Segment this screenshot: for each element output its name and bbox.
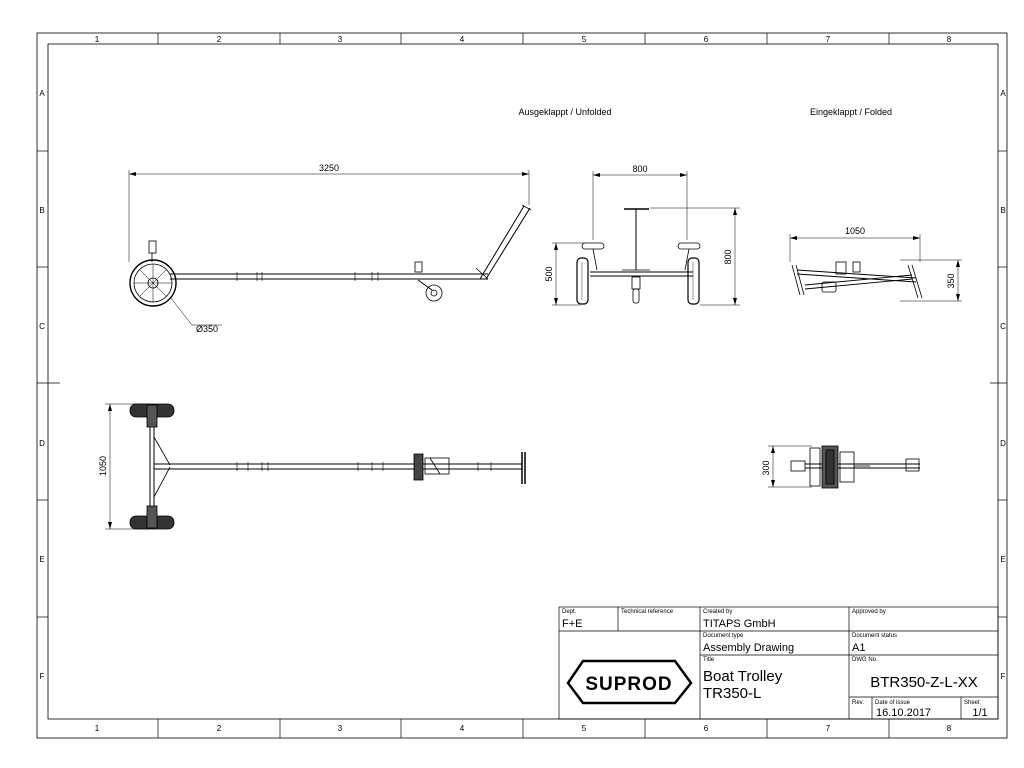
- tb-title-line2: TR350-L: [703, 685, 761, 702]
- side-view: [128, 170, 532, 326]
- folded-top-view: [768, 445, 920, 489]
- top-view: [105, 403, 526, 530]
- tb-date-label: Date of issue: [875, 700, 911, 706]
- tb-doc-type-label: Document type: [703, 633, 744, 639]
- dim-front-height-wheel: 500: [544, 266, 554, 281]
- tb-approved-by-label: Approved by: [852, 609, 886, 615]
- zone-col-4-bottom: 4: [460, 724, 465, 733]
- zone-col-2: 2: [217, 35, 222, 44]
- tb-doc-status-value: A1: [852, 642, 865, 654]
- zone-col-1-bottom: 1: [95, 724, 100, 733]
- tb-dwg-no-label: DWG No.: [852, 657, 878, 663]
- tb-rev-label: Rev.: [852, 700, 864, 706]
- unfolded-view-label: Ausgeklappt / Unfolded: [518, 107, 611, 117]
- drawing-frame: [47, 43, 999, 720]
- zone-row-c-right: C: [1000, 322, 1006, 331]
- zone-col-8-bottom: 8: [947, 724, 952, 733]
- zone-row-b-right: B: [1000, 206, 1005, 215]
- zone-row-f-right: F: [1001, 672, 1006, 681]
- suprod-logo: SUPROD: [585, 674, 672, 695]
- zone-row-d-right: D: [1000, 439, 1006, 448]
- zone-col-8: 8: [947, 35, 952, 44]
- tb-doc-status-label: Document status: [852, 633, 897, 639]
- zone-row-e: E: [39, 555, 44, 564]
- zone-col-6-bottom: 6: [704, 724, 709, 733]
- zone-col-5-bottom: 5: [582, 724, 587, 733]
- dim-front-height-total: 800: [723, 249, 733, 264]
- outer-frame: [36, 32, 1008, 739]
- folded-side-view: [789, 234, 962, 302]
- front-view: [552, 171, 740, 306]
- tb-sheet-value: 1/1: [972, 707, 987, 719]
- tb-title-line1: Boat Trolley: [703, 668, 783, 685]
- zone-row-a: A: [39, 89, 45, 98]
- zone-col-4: 4: [460, 35, 465, 44]
- title-block: [558, 606, 999, 720]
- zone-col-7-bottom: 7: [826, 724, 831, 733]
- zone-col-2-bottom: 2: [217, 724, 222, 733]
- dim-top-width: 1050: [98, 456, 108, 476]
- tb-dept-value: F+E: [562, 618, 582, 630]
- tb-dept-label: Dept.: [562, 609, 577, 615]
- zone-col-6: 6: [704, 35, 709, 44]
- zone-row-f: F: [40, 672, 45, 681]
- zone-row-b: B: [39, 206, 44, 215]
- zone-col-3: 3: [338, 35, 343, 44]
- tb-sheet-label: Sheet: [964, 700, 980, 706]
- dim-wheel-diameter: Ø350: [196, 324, 218, 334]
- tb-title-label: Title: [703, 657, 715, 663]
- zone-row-c: C: [39, 322, 45, 331]
- zone-row-e-right: E: [1000, 555, 1005, 564]
- zone-ticks: [37, 33, 1007, 738]
- tb-created-by-value: TITAPS GmbH: [703, 618, 776, 630]
- zone-row-a-right: A: [1000, 89, 1006, 98]
- dim-folded-top-width: 300: [761, 460, 771, 475]
- dim-side-length: 3250: [319, 163, 339, 173]
- folded-view-label: Eingeklappt / Folded: [810, 107, 892, 117]
- dim-folded-length: 1050: [845, 226, 865, 236]
- zone-row-d: D: [39, 439, 45, 448]
- zone-col-5: 5: [582, 35, 587, 44]
- tb-doc-type-value: Assembly Drawing: [703, 642, 794, 654]
- tb-date-value: 16.10.2017: [876, 707, 931, 719]
- zone-col-1: 1: [95, 35, 100, 44]
- tb-tech-ref-label: Technical reference: [621, 609, 674, 615]
- zone-col-7: 7: [826, 35, 831, 44]
- dim-folded-height: 350: [946, 273, 956, 288]
- zone-col-3-bottom: 3: [338, 724, 343, 733]
- dim-front-width: 800: [632, 164, 647, 174]
- tb-created-by-label: Created by: [703, 609, 732, 615]
- tb-dwg-no-value: BTR350-Z-L-XX: [870, 674, 978, 691]
